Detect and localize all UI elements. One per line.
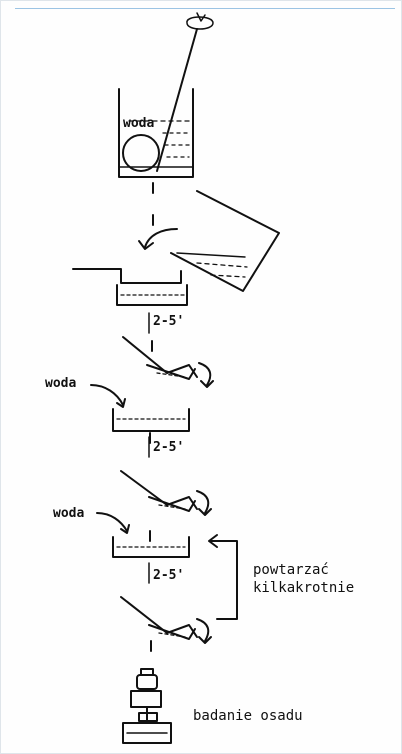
dish-2 xyxy=(112,408,190,432)
settle-time-1: 2-5' xyxy=(153,314,185,329)
water-label-top: woda xyxy=(123,116,155,131)
tilted-dish-1 xyxy=(122,336,214,388)
pour-arrowhead xyxy=(138,240,154,250)
top-rule xyxy=(15,8,395,9)
settle-time-2: 2-5' xyxy=(153,440,185,455)
sample-sphere xyxy=(122,134,160,172)
flow-line xyxy=(149,182,154,670)
water-label-low: woda xyxy=(53,506,85,521)
tilted-dish-2 xyxy=(120,470,212,516)
dish-3 xyxy=(112,536,190,558)
water-label-mid: woda xyxy=(45,376,77,391)
decanting-beaker xyxy=(170,190,280,292)
water-arrow-2 xyxy=(96,512,128,532)
settle-time-3: 2-5' xyxy=(153,568,185,583)
tilted-dish-3 xyxy=(120,596,212,644)
repeat-bracket xyxy=(208,534,238,620)
water-arrowhead-1 xyxy=(116,398,126,408)
top-beaker xyxy=(118,88,194,178)
repeat-label-line1: powtarzać xyxy=(253,562,329,578)
stirring-rod xyxy=(156,12,214,172)
water-arrowhead-2 xyxy=(120,524,130,534)
pour-arrow xyxy=(144,228,178,248)
examine-sediment-label: badanie osadu xyxy=(193,708,303,724)
water-arrow-1 xyxy=(90,384,124,406)
microscope-icon xyxy=(122,668,172,744)
receiving-dish xyxy=(72,268,188,306)
repeat-label-line2: kilkakrotnie xyxy=(253,580,355,596)
